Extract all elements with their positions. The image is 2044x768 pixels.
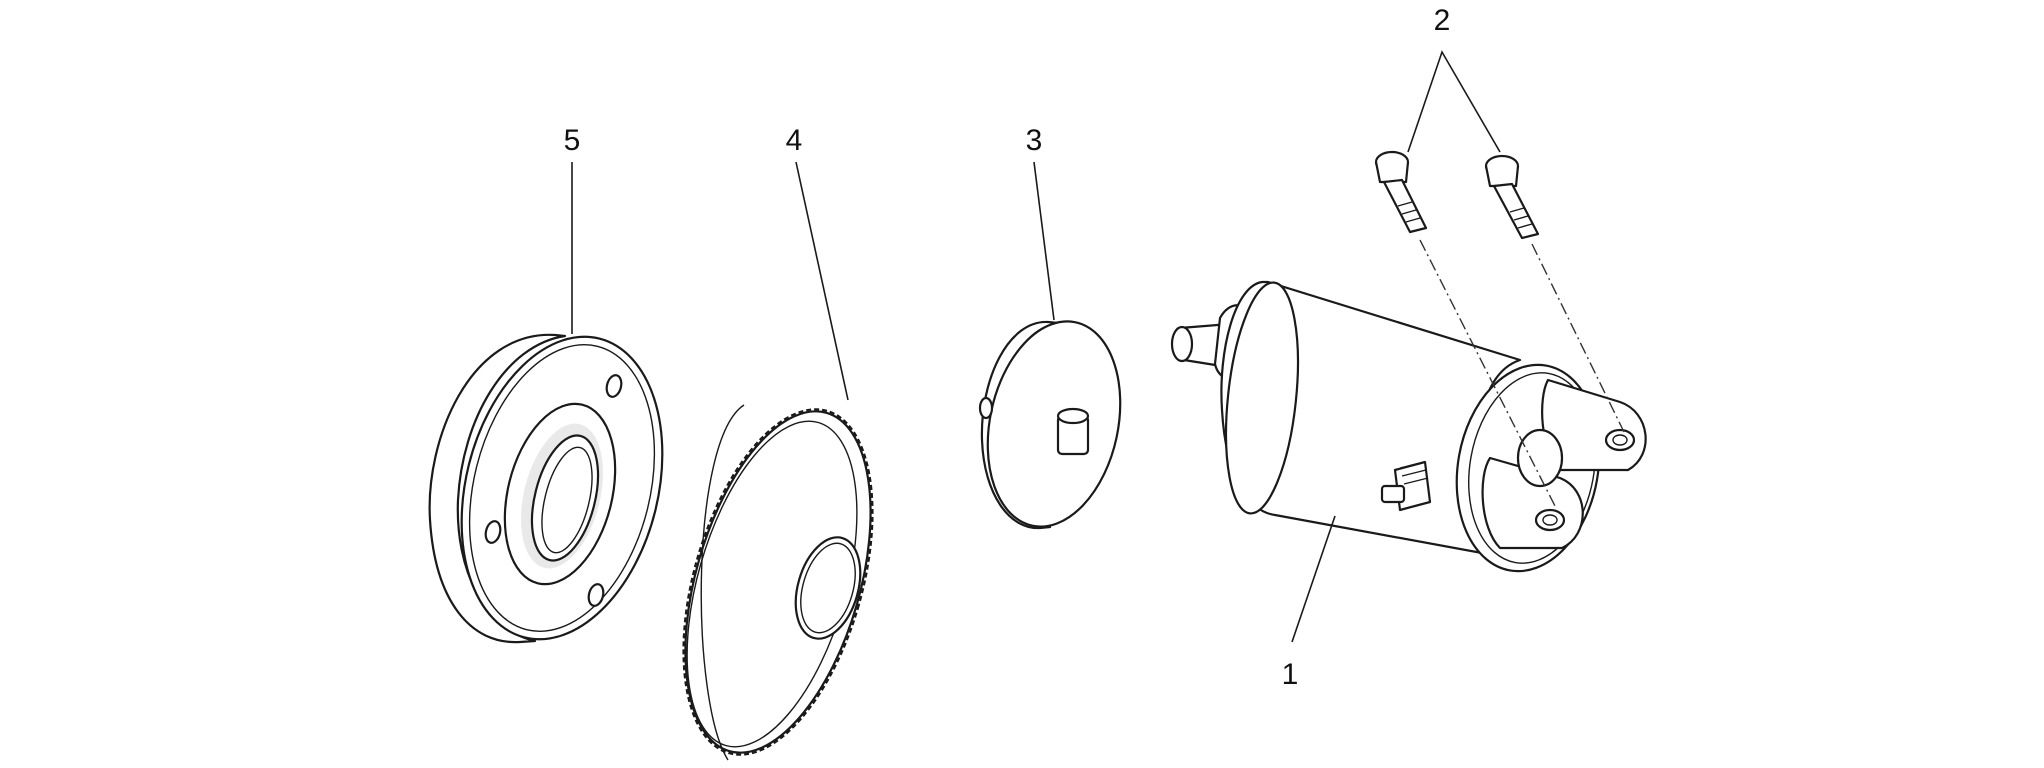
part-label-1: 1 (1282, 658, 1299, 691)
part-3-disc-plate (978, 320, 1122, 530)
part-label-4: 4 (786, 124, 803, 157)
part-label-3: 3 (1026, 124, 1043, 157)
leader-line-1 (1291, 515, 1336, 643)
part-2-bolt-left (1374, 150, 1428, 234)
leader-line-3 (1033, 161, 1055, 321)
part-1-starter-motor (1170, 280, 1647, 573)
part-4-ring-gear (682, 404, 874, 761)
bolt-axis-right (1531, 243, 1625, 433)
bolt-axis-left (1419, 239, 1557, 509)
leader-line-2 (1407, 50, 1501, 153)
leader-line-4 (795, 161, 849, 401)
part-label-5: 5 (564, 124, 581, 157)
part-2-bolt-right (1484, 154, 1540, 240)
part-5-flange-housing (428, 333, 664, 644)
part-label-2: 2 (1434, 4, 1451, 37)
